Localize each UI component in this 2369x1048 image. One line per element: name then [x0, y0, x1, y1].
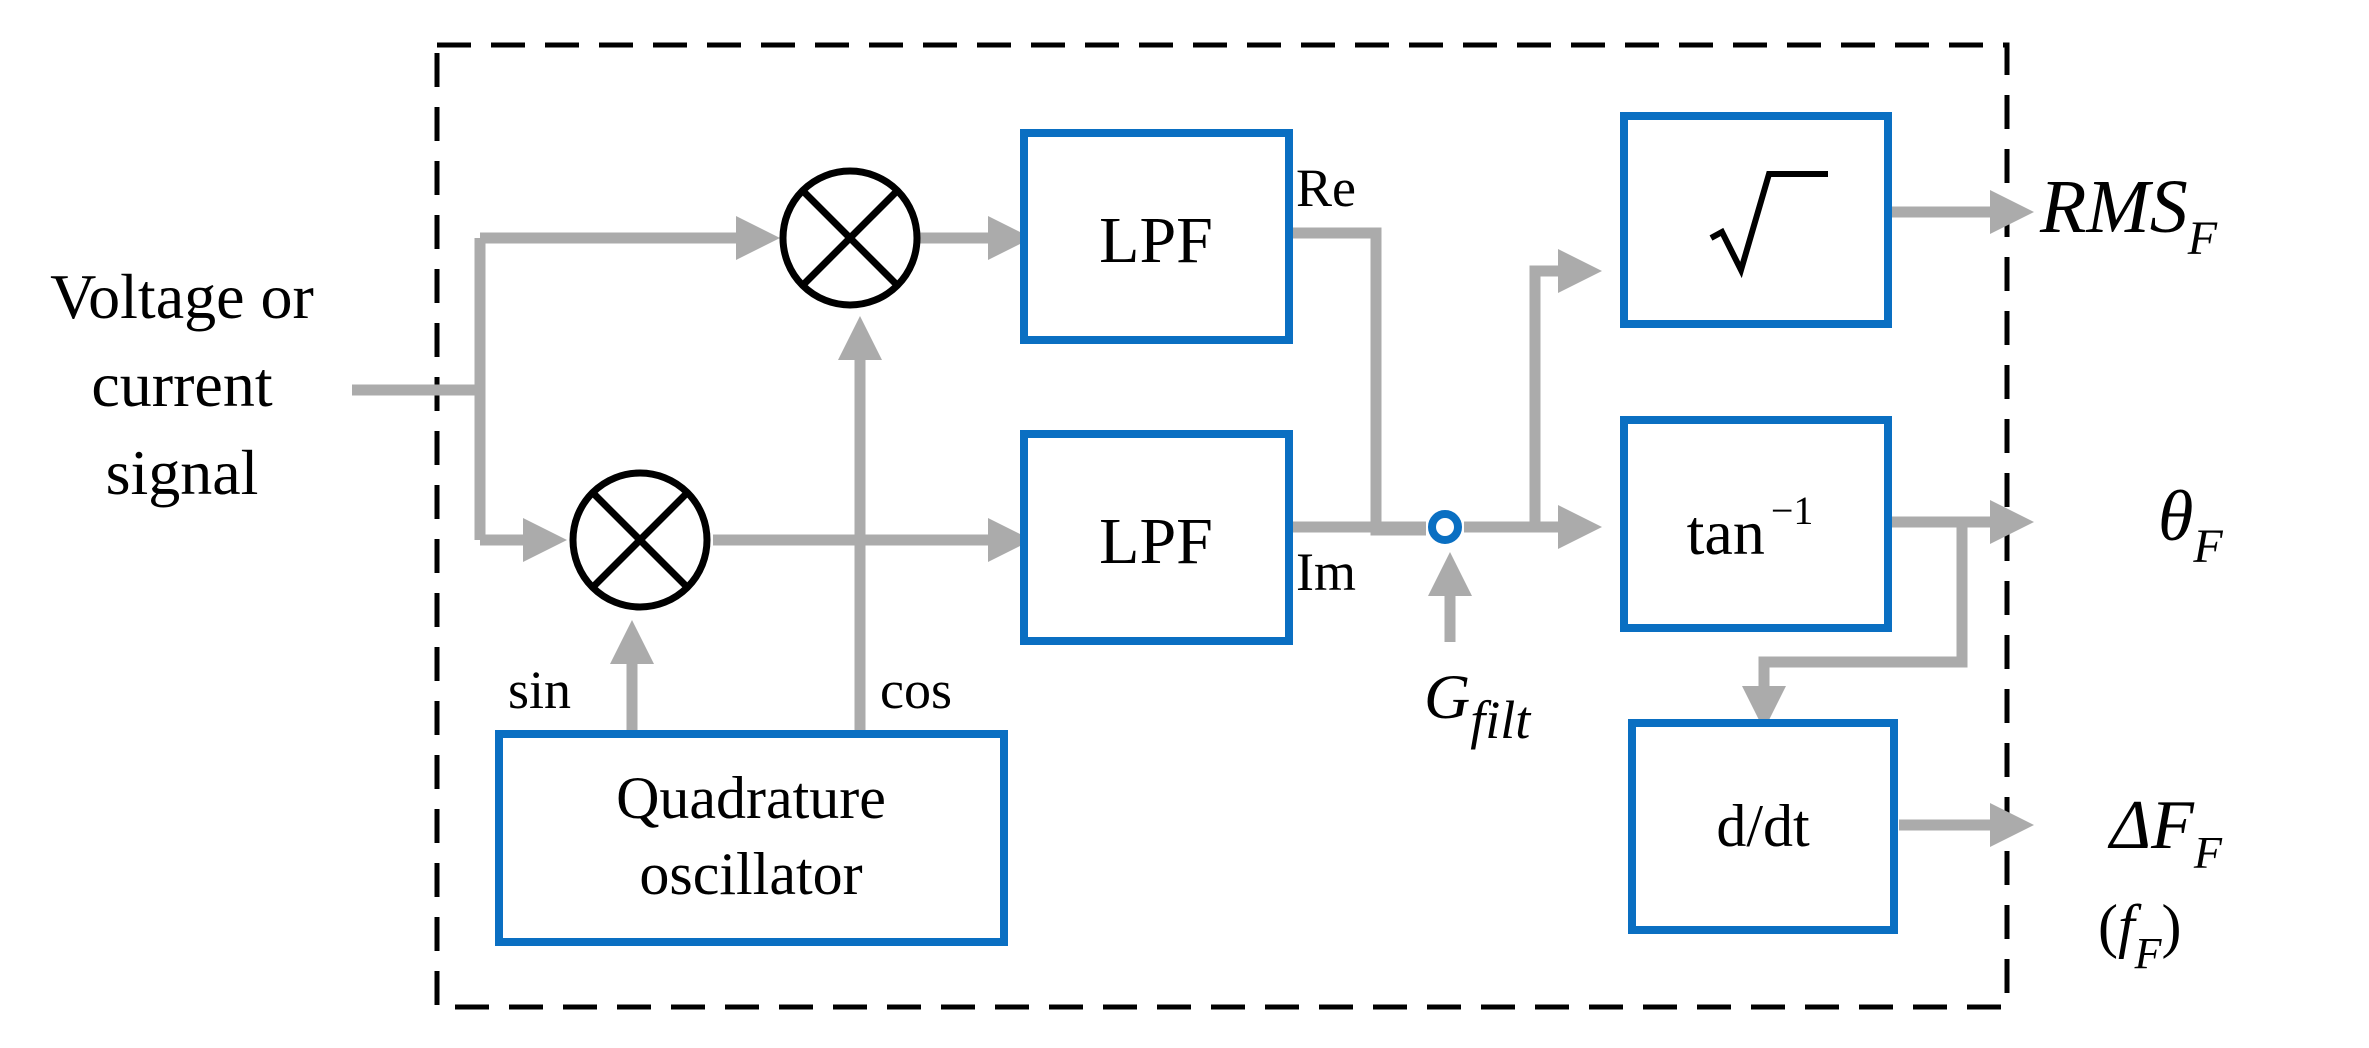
theta-output-label: θF — [2158, 476, 2223, 573]
input-label-line2: current — [91, 349, 272, 420]
lpf-bottom-block: LPF — [1020, 430, 1293, 645]
lpf-top-block: LPF — [1020, 129, 1293, 344]
wire-to-deriv — [1758, 522, 1968, 690]
deriv-label: d/dt — [1716, 793, 1810, 859]
oscillator-label-line1: Quadrature — [616, 765, 886, 831]
arrowhead-sqrt — [1558, 249, 1602, 293]
wire-to-sqrt — [1529, 265, 1560, 527]
df-output-label: ΔFF — [2107, 787, 2223, 878]
freq-output-label: (fF) — [2098, 893, 2182, 978]
arrowhead-top-mixer — [736, 216, 780, 260]
arrowheads — [523, 190, 2034, 847]
multiplier-top — [779, 167, 921, 309]
oscillator-block: Quadrature oscillator — [495, 730, 1008, 946]
atan-label: tan−1 — [1687, 488, 1814, 568]
multiplier-bottom — [569, 469, 711, 611]
im-label: Im — [1296, 542, 1356, 602]
arrowhead-lpf-top — [988, 216, 1032, 260]
sin-label: sin — [508, 660, 571, 720]
signal-wires — [352, 206, 1990, 831]
sqrt-block — [1620, 112, 1892, 328]
oscillator-label-line2: oscillator — [639, 841, 862, 907]
atan-block: tan−1 — [1620, 416, 1892, 632]
arrowhead-gain — [1428, 552, 1472, 596]
arrowhead-df — [1990, 803, 2034, 847]
deriv-block: d/dt — [1628, 719, 1898, 934]
rms-output-label: RMSF — [2039, 165, 2218, 265]
input-label: Voltage or current signal — [50, 261, 314, 508]
gain-node — [1428, 510, 1462, 544]
lpf-bottom-label: LPF — [1099, 505, 1213, 578]
arrowhead-atan — [1558, 505, 1602, 549]
arrowhead-deriv — [1742, 686, 1786, 730]
lpf-top-label: LPF — [1099, 204, 1213, 277]
arrowhead-rms — [1990, 190, 2034, 234]
arrowhead-theta — [1990, 500, 2034, 544]
wire-re — [1289, 227, 1426, 536]
arrowhead-cos — [838, 316, 882, 360]
gain-label: Gfilt — [1424, 661, 1532, 750]
cos-label: cos — [880, 660, 952, 720]
arrowhead-sin — [610, 620, 654, 664]
input-label-line3: signal — [106, 437, 259, 508]
arrowhead-bottom-mixer — [523, 518, 567, 562]
system-boundary — [434, 42, 2010, 1010]
arrowhead-lpf-bottom — [988, 518, 1032, 562]
input-label-line1: Voltage or — [50, 261, 314, 332]
re-label: Re — [1296, 158, 1356, 218]
sqrt-symbol — [1709, 171, 1828, 279]
